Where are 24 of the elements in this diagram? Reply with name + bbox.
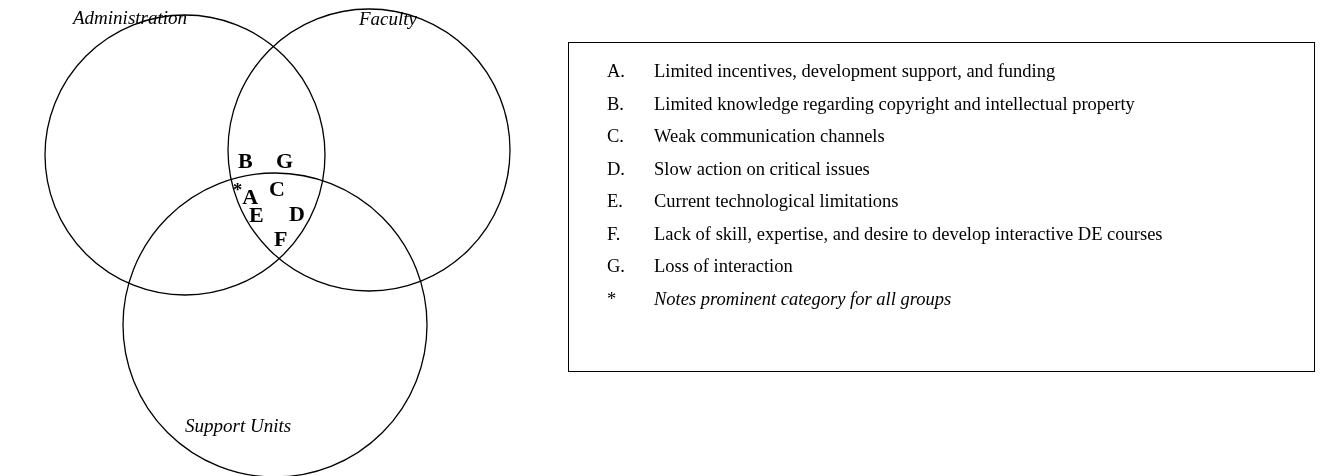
item-marker: A. bbox=[607, 60, 626, 83]
set-label: Support Units bbox=[185, 415, 292, 437]
set-label: Faculty bbox=[359, 8, 418, 30]
item-marker: G. bbox=[607, 255, 626, 278]
item-marker: F. bbox=[607, 222, 622, 246]
category-letter: D bbox=[289, 203, 305, 225]
item-description: Weak communication channels bbox=[654, 125, 886, 148]
item-description: Current technological limitations bbox=[654, 190, 900, 213]
item-description: Slow action on critical issues bbox=[654, 157, 871, 181]
category-letter: F bbox=[274, 228, 288, 250]
category-letter: C bbox=[269, 178, 285, 200]
legend-box bbox=[568, 42, 1315, 372]
category-letter: B bbox=[238, 150, 253, 172]
category-letter: G bbox=[276, 150, 294, 172]
item-description: Limited knowledge regarding copyright and intellectual property bbox=[654, 92, 1136, 116]
item-marker: B. bbox=[607, 92, 625, 116]
item-marker: C. bbox=[607, 125, 625, 148]
item-description: Lack of skill, expertise, and desire to develop interactive DE courses bbox=[654, 222, 1164, 246]
item-marker: * bbox=[607, 287, 618, 311]
item-description: Notes prominent category for all groups bbox=[654, 287, 953, 311]
item-marker: D. bbox=[607, 157, 626, 181]
item-description: Loss of interaction bbox=[654, 255, 794, 278]
item-description: Limited incentives, development support, and funding bbox=[654, 60, 1057, 83]
item-marker: E. bbox=[607, 190, 624, 213]
